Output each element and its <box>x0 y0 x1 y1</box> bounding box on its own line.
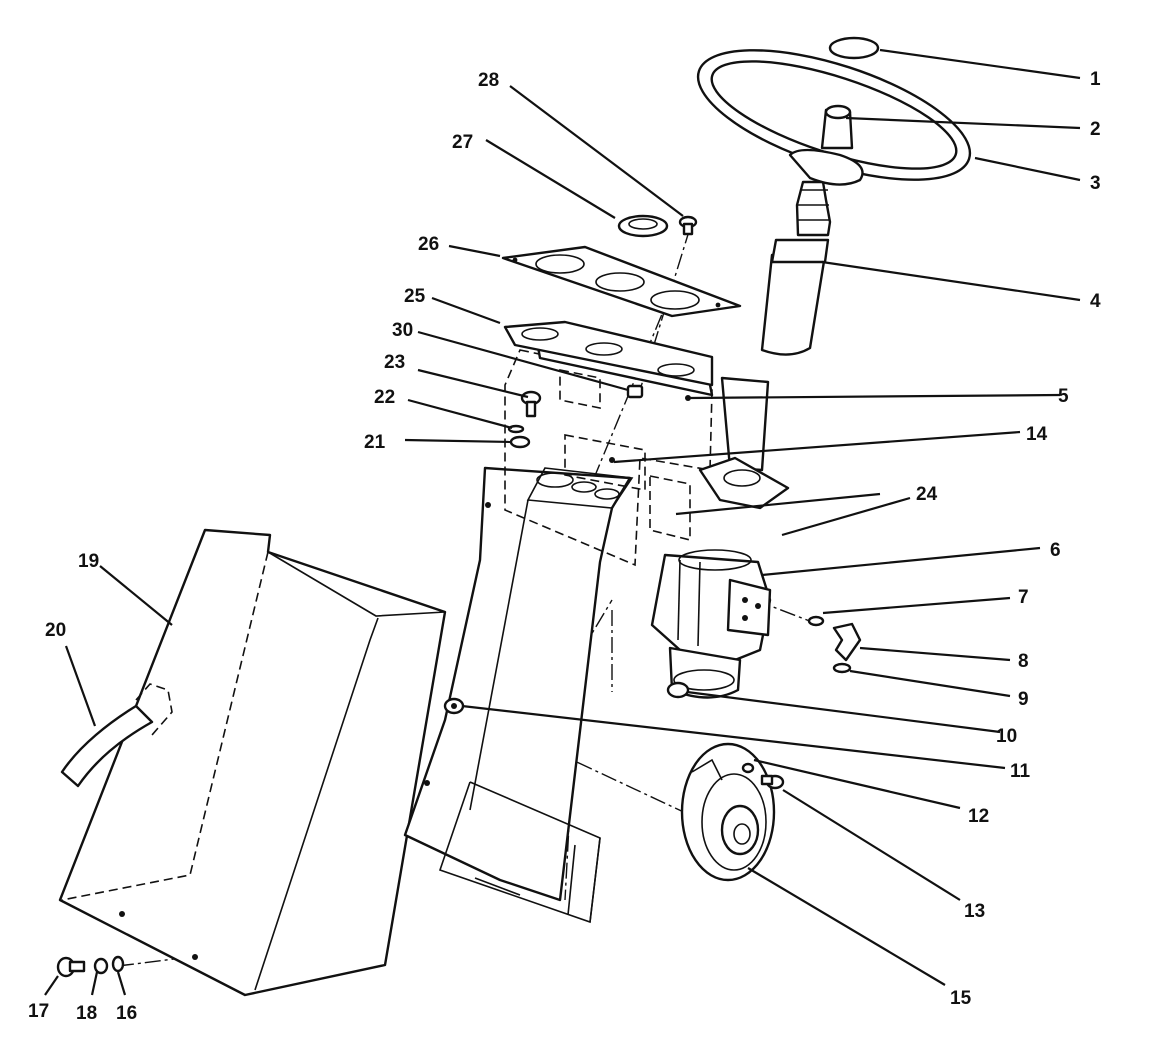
callout-25: 25 <box>404 286 426 307</box>
part-column-housing <box>403 466 634 924</box>
callout-17: 17 <box>28 1001 49 1022</box>
part-fitting <box>807 615 862 674</box>
part-bolt-stack <box>507 390 542 449</box>
part-cap <box>828 36 880 60</box>
part-column-shaft <box>760 180 832 356</box>
callout-9: 9 <box>1018 689 1029 710</box>
callout-24: 24 <box>916 484 938 505</box>
part-seal-ring <box>617 214 669 238</box>
part-plate-25 <box>503 320 714 387</box>
callout-15: 15 <box>950 988 972 1009</box>
callout-19: 19 <box>78 551 99 572</box>
part-fastener-10 <box>666 681 690 699</box>
callout-6: 6 <box>1050 540 1061 561</box>
part-valve-mount <box>649 376 790 542</box>
part-bolt-stack-bottom <box>56 955 125 978</box>
part-screw-28 <box>678 215 698 236</box>
callout-16: 16 <box>116 1003 137 1024</box>
callout-12: 12 <box>968 806 989 827</box>
callout-11: 11 <box>1010 761 1031 782</box>
callout-4: 4 <box>1090 291 1101 312</box>
leader-lines <box>44 48 1081 996</box>
part-bolt-13 <box>741 762 785 790</box>
callout-21: 21 <box>364 432 386 453</box>
callout-18: 18 <box>76 1003 97 1024</box>
callout-22: 22 <box>374 387 395 408</box>
callout-27: 27 <box>452 132 473 153</box>
callout-10: 10 <box>996 726 1017 747</box>
callout-5: 5 <box>1058 386 1069 407</box>
part-shroud <box>58 528 447 997</box>
callout-labels: 1 2 3 4 5 6 7 8 9 10 11 12 13 14 15 16 1… <box>28 69 1101 1024</box>
part-hose <box>60 683 173 788</box>
part-nut-11 <box>443 697 465 715</box>
callout-23: 23 <box>384 352 405 373</box>
callout-28: 28 <box>478 70 499 91</box>
part-steering-wheel <box>696 49 972 186</box>
part-pulley <box>680 742 776 882</box>
callout-13: 13 <box>964 901 985 922</box>
callout-7: 7 <box>1018 587 1029 608</box>
callout-14: 14 <box>1026 424 1048 445</box>
callout-1: 1 <box>1090 69 1101 90</box>
callout-20: 20 <box>45 620 66 641</box>
callout-30: 30 <box>392 320 413 341</box>
callout-8: 8 <box>1018 651 1029 672</box>
part-nut-30 <box>626 384 644 399</box>
callout-26: 26 <box>418 234 439 255</box>
part-steering-unit <box>650 549 772 699</box>
callout-3: 3 <box>1090 173 1101 194</box>
part-plate-26 <box>501 245 742 318</box>
callout-2: 2 <box>1090 119 1101 140</box>
